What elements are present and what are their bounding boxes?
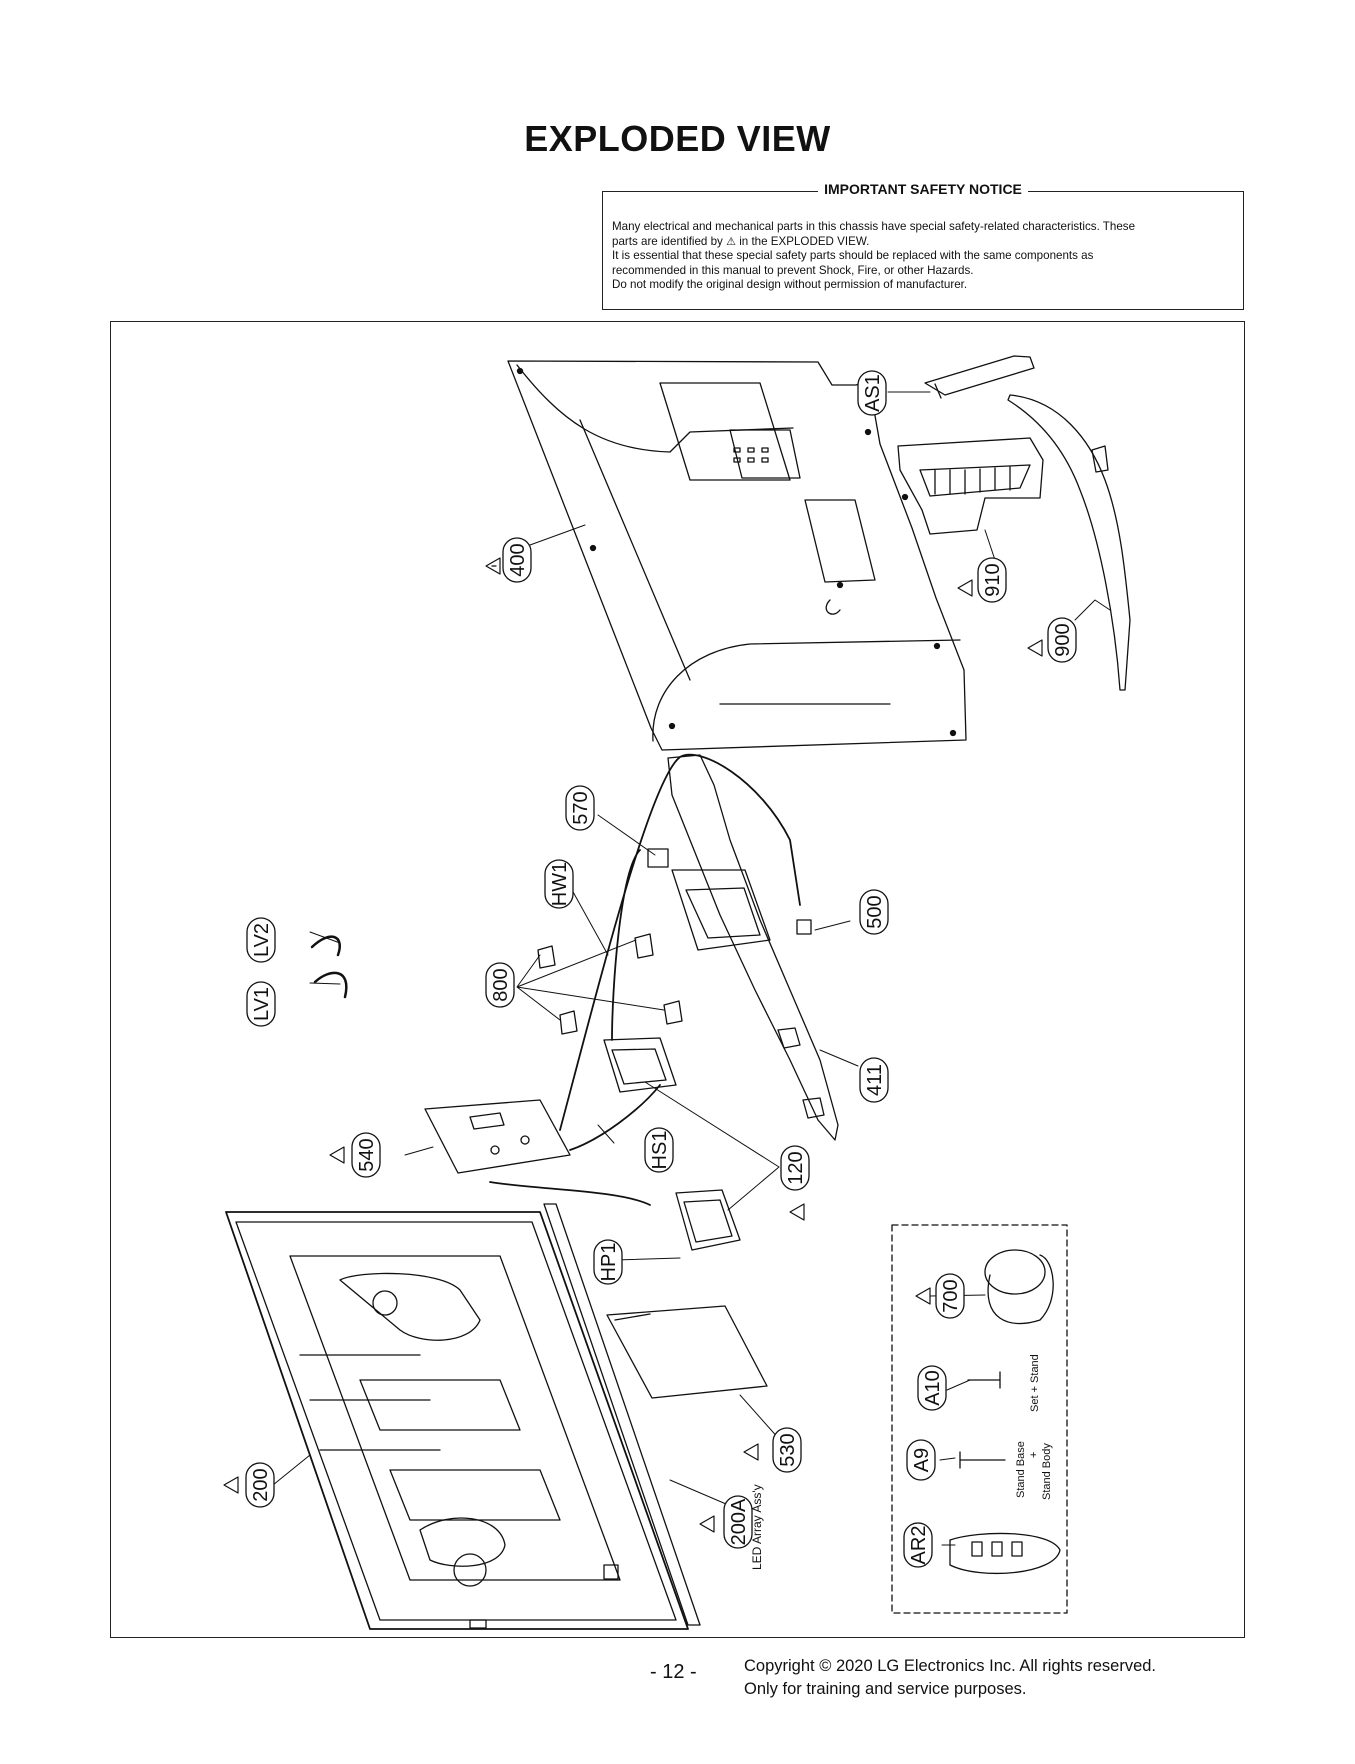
callout-as1: AS1: [857, 370, 887, 416]
svg-text:200A: 200A: [728, 1498, 750, 1545]
diagram-frame: [110, 321, 1245, 1638]
power-supply-parts: [603, 1037, 741, 1251]
stand-body-label: Stand Body: [1041, 1443, 1053, 1500]
callout-120: 120: [780, 1145, 810, 1191]
plus-label: +: [1028, 1452, 1040, 1458]
svg-text:AR2: AR2: [908, 1526, 930, 1565]
main-board-part: [424, 1099, 571, 1174]
notice-line-2b: in the EXPLODED VIEW.: [739, 234, 870, 248]
callout-hs1: HS1: [644, 1127, 674, 1173]
callout-500: 500: [859, 889, 889, 935]
svg-text:570: 570: [570, 791, 592, 824]
callout-200: 200: [245, 1462, 275, 1508]
callout-540: 540: [351, 1132, 381, 1178]
callout-910: 910: [977, 557, 1007, 603]
svg-text:800: 800: [490, 968, 512, 1001]
callout-900: 900: [1047, 617, 1077, 663]
set-stand-label: Set + Stand: [1029, 1354, 1041, 1412]
svg-text:A9: A9: [911, 1448, 933, 1472]
notice-line-5: Do not modify the original design withou…: [612, 278, 968, 292]
led-array-label: LED Array Ass'y: [750, 1484, 764, 1570]
svg-text:120: 120: [785, 1151, 807, 1184]
callout-lv2: LV2: [246, 917, 276, 963]
page-title: EXPLODED VIEW: [524, 118, 831, 159]
svg-text:400: 400: [507, 543, 529, 576]
warning-triangle-icon: [743, 1443, 759, 1461]
stand-parts: [897, 355, 1131, 691]
notice-line-3: It is essential that these special safet…: [612, 249, 1094, 263]
frame-part: [667, 754, 839, 1141]
callout-400: 400: [502, 537, 532, 583]
notice-line-2a: parts are identified by: [612, 234, 723, 248]
notice-line-4: recommended in this manual to prevent Sh…: [612, 263, 974, 277]
copyright-line: Copyright © 2020 LG Electronics Inc. All…: [744, 1657, 1157, 1675]
safety-notice-heading: IMPORTANT SAFETY NOTICE: [818, 181, 1028, 197]
warning-triangle-icon: [915, 1287, 931, 1305]
purpose-line: Only for training and service purposes.: [744, 1680, 1027, 1698]
svg-text:LV1: LV1: [251, 987, 273, 1021]
lvds-cables: [310, 935, 348, 999]
callout-800: 800: [485, 962, 515, 1008]
warning-triangle-icon: [957, 579, 973, 597]
svg-text:500: 500: [864, 895, 886, 928]
warning-triangle-icon: ⚠: [726, 235, 736, 248]
led-array-part: [543, 1203, 701, 1626]
leader-lines: [272, 391, 1111, 1546]
warning-triangle-icon: [485, 557, 501, 575]
svg-text:AS1: AS1: [862, 374, 884, 412]
sheet-530-part: [606, 1305, 768, 1399]
warning-triangle-icon: [329, 1146, 345, 1164]
clips-800: [537, 933, 683, 1035]
callout-700: 700: [935, 1273, 965, 1319]
svg-text:910: 910: [982, 563, 1004, 596]
callout-ar2: AR2: [903, 1522, 933, 1568]
callout-lv1: LV1: [246, 981, 276, 1027]
part-570-shape: [647, 848, 669, 868]
svg-text:900: 900: [1052, 623, 1074, 656]
callout-200a: 200A: [723, 1495, 753, 1549]
page-number: - 12 -: [650, 1661, 697, 1683]
svg-text:LV2: LV2: [251, 923, 273, 957]
callout-411: 411: [859, 1057, 889, 1103]
svg-text:200: 200: [250, 1468, 272, 1501]
svg-text:HW1: HW1: [549, 862, 571, 906]
notice-line-1: Many electrical and mechanical parts in …: [612, 220, 1136, 233]
safety-notice-box: IMPORTANT SAFETY NOTICE Many electrical …: [602, 181, 1244, 310]
callout-570: 570: [565, 785, 595, 831]
cable-wires: [489, 753, 801, 1206]
svg-text:700: 700: [940, 1279, 962, 1312]
svg-text:A10: A10: [922, 1370, 944, 1406]
callout-a9: A9: [906, 1439, 936, 1481]
warning-triangle-icons: [223, 557, 1043, 1533]
callout-hw1: HW1: [544, 859, 574, 909]
accessories-box: [891, 1224, 1068, 1614]
warning-triangle-icon: [699, 1515, 715, 1533]
display-panel-part: [225, 1211, 689, 1630]
svg-text:HP1: HP1: [598, 1243, 620, 1282]
callout-hp1: HP1: [593, 1239, 623, 1285]
back-cover-part: [507, 360, 967, 751]
warning-triangle-icon: [223, 1476, 239, 1494]
callout-530: 530: [772, 1427, 802, 1473]
callout-a10: A10: [917, 1365, 947, 1411]
warning-triangle-icon: [1027, 639, 1043, 657]
svg-text:HS1: HS1: [649, 1131, 671, 1170]
warning-triangle-icon: [789, 1203, 805, 1221]
svg-text:411: 411: [864, 1064, 886, 1096]
svg-text:530: 530: [777, 1433, 799, 1466]
stand-base-label: Stand Base: [1015, 1441, 1027, 1498]
part-500-shape: [796, 919, 812, 935]
svg-text:540: 540: [356, 1138, 378, 1171]
copyright-notice: Copyright © 2020 LG Electronics Inc. All…: [744, 1655, 1156, 1701]
safety-notice-text: Many electrical and mechanical parts in …: [612, 220, 1233, 293]
